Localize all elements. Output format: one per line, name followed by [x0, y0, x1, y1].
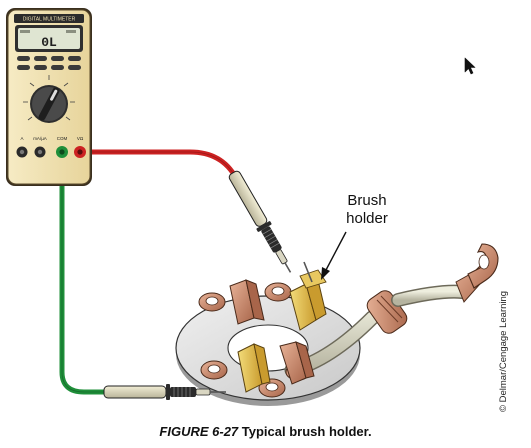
lcd-reading: 0L [41, 35, 57, 50]
figure-number: FIGURE 6-27 [159, 424, 238, 439]
meter-button[interactable] [34, 65, 47, 70]
digital-multimeter: DIGITAL MULTIMETER 0L [6, 8, 92, 186]
red-test-probe [226, 169, 297, 277]
figure-title: Typical brush holder. [242, 424, 372, 439]
meter-button[interactable] [68, 65, 81, 70]
green-test-lead [62, 152, 116, 392]
meter-button[interactable] [51, 65, 64, 70]
meter-button[interactable] [17, 56, 30, 61]
meter-button[interactable] [34, 56, 47, 61]
meter-button[interactable] [51, 56, 64, 61]
mouse-pointer-icon [465, 58, 475, 74]
jack-label-com: COM [57, 136, 68, 141]
copyright-credit: © Delmar/Cengage Learning [498, 291, 509, 412]
meter-button[interactable] [68, 56, 81, 61]
callout-arrow [321, 232, 346, 280]
meter-button[interactable] [17, 65, 30, 70]
meter-brand-label: DIGITAL MULTIMETER [23, 17, 76, 23]
figure-caption: FIGURE 6-27 Typical brush holder. [0, 424, 531, 439]
brush-holder-callout: Brush holder [332, 192, 402, 228]
jack-label-ma: mA/µA [33, 136, 47, 141]
callout-line-1: Brush [332, 192, 402, 210]
jack-label-v-ohm: VΩ [77, 136, 84, 141]
brush-holder-assembly [176, 244, 498, 406]
callout-line-2: holder [332, 210, 402, 228]
jack-label-a: A [20, 136, 23, 141]
lcd-display: 0L [15, 25, 83, 52]
ring-terminal [456, 244, 498, 302]
